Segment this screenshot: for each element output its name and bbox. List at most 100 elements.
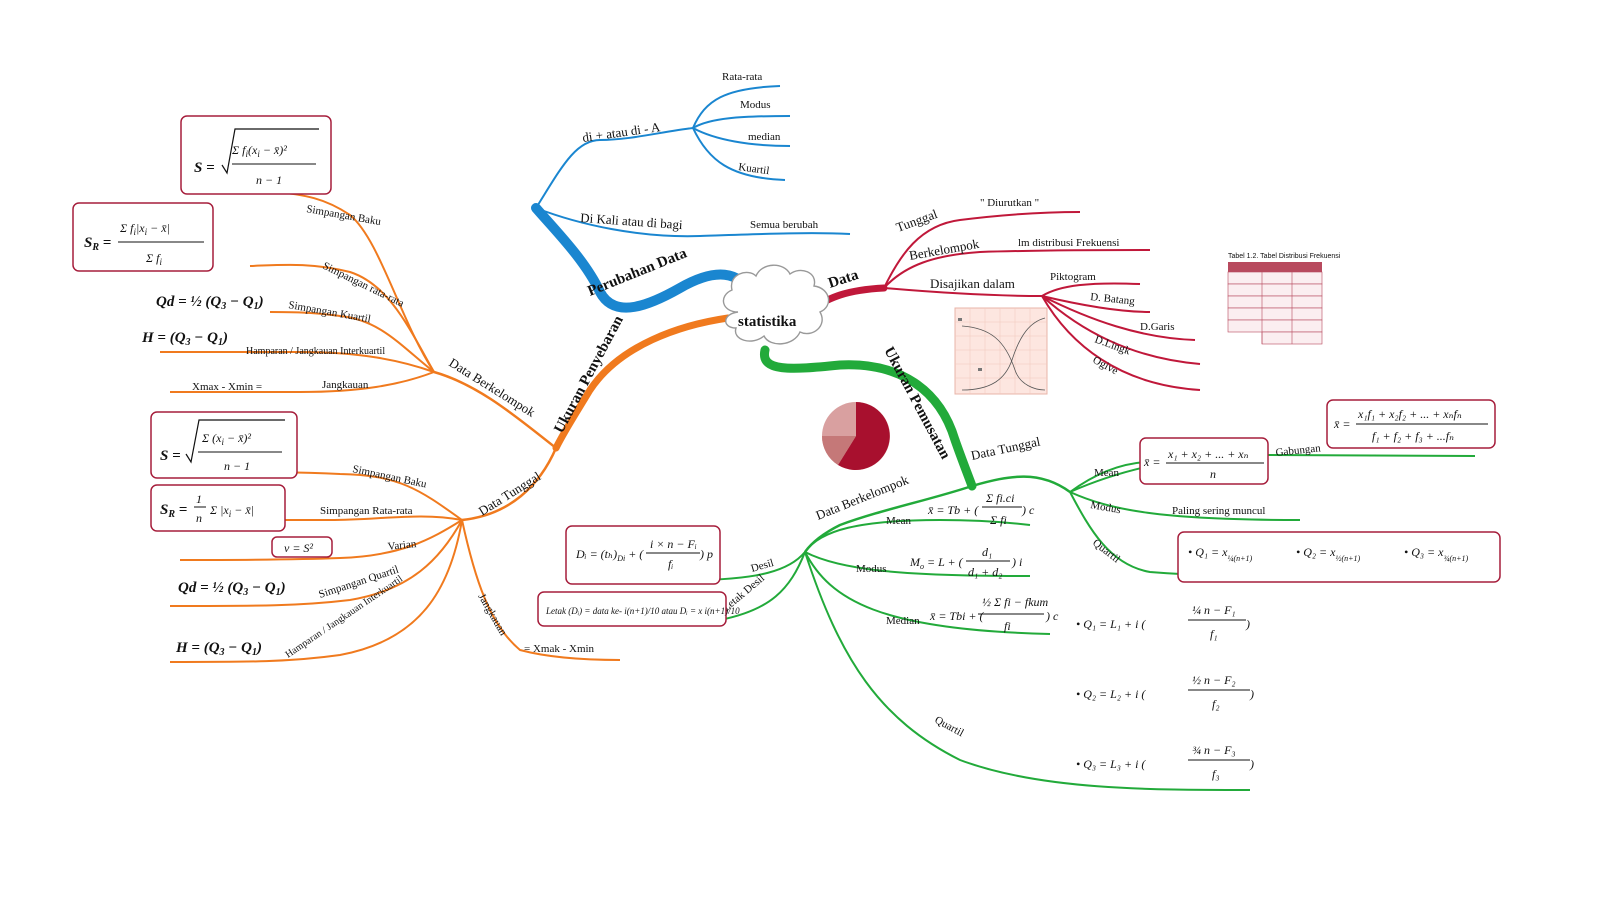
perubahan-kali-result: Semua berubah xyxy=(750,219,819,231)
perubahan-item-rata: Rata-rata xyxy=(722,71,762,83)
formula-quartil-kelompok: • Q₁ = L₁ + i ( ¼ n − F₁ f₁ ) • Q₂ = L₂ … xyxy=(1076,603,1254,781)
data-berkelompok-note: lm distribusi Frekuensi xyxy=(1018,237,1119,249)
svg-text:S =: S = xyxy=(194,160,215,176)
pemusatan-kelompok-mean: Mean xyxy=(886,515,912,527)
svg-text:fi: fi xyxy=(1004,619,1011,633)
pemusatan-modus-note: Paling sering muncul xyxy=(1172,505,1266,517)
formula-quartil-tunggal: • Q₁ = x¼(n+1) • Q₂ = x½(n+1) • Q₃ = x¾(… xyxy=(1177,531,1501,583)
ogive-chart-thumbnail xyxy=(954,307,1048,395)
svg-text:Σ fi|xi − x̄|: Σ fi|xi − x̄| xyxy=(119,221,170,237)
svg-text:): ) xyxy=(1249,757,1254,771)
svg-text:S =: S = xyxy=(160,448,181,464)
svg-text:f₁ + f₂ + f₃ + ...fₙ: f₁ + f₂ + f₃ + ...fₙ xyxy=(1372,429,1454,443)
svg-text:): ) xyxy=(1245,617,1250,631)
formula-simpangan-baku-tunggal: S = Σ (xi − x̄)² n − 1 xyxy=(150,411,298,479)
data-item-piktogram: Piktogram xyxy=(1050,271,1096,283)
pemusatan-title: Ukuran Pemusatan xyxy=(880,344,953,462)
svg-text:n − 1: n − 1 xyxy=(224,459,250,473)
svg-text:H = (Q3 − Q1): H = (Q3 − Q1) xyxy=(141,330,228,348)
formula-mean-tunggal: x̄ = x₁ + x₂ + ... + xₙ n xyxy=(1139,437,1269,485)
svg-text:) i: ) i xyxy=(1011,555,1022,569)
svg-text:Qd = ½ (Q3 − Q1): Qd = ½ (Q3 − Q1) xyxy=(156,294,264,312)
svg-text:½ Σ fi − fkum: ½ Σ fi − fkum xyxy=(982,595,1049,609)
penyebaran-kelompok: Data Berkelompok xyxy=(446,355,538,420)
pemusatan-tunggal-mean: Mean xyxy=(1094,467,1120,479)
kelompok-item-simpangan-baku: Simpangan Baku xyxy=(305,203,382,228)
svg-text:x̄ =: x̄ = xyxy=(1333,417,1350,431)
formula-hamparan-tunggal: H = (Q3 − Q1) xyxy=(175,640,262,658)
svg-text:H = (Q3 − Q1): H = (Q3 − Q1) xyxy=(175,640,262,658)
svg-text:Σ fi: Σ fi xyxy=(145,251,162,267)
svg-text:Letak (Dᵢ) = data ke- i(n+1)/1: Letak (Dᵢ) = data ke- i(n+1)/10 atau Dᵢ … xyxy=(545,606,740,616)
svg-text:Σ fi: Σ fi xyxy=(989,513,1007,527)
pemusatan-kelompok-modus: Modus xyxy=(856,563,887,575)
pemusatan-tunggal-modus: Modus xyxy=(1089,499,1121,516)
kelompok-item-jangkauan: Jangkauan xyxy=(322,379,369,391)
penyebaran-tunggal: Data Tunggal xyxy=(476,468,544,518)
svg-text:n − 1: n − 1 xyxy=(256,173,282,187)
formula-desil: Dᵢ = (tₕ)Di + ( i × n − Fᵢ fᵢ ) p xyxy=(565,525,721,585)
svg-text:Σ |xi − x̄|: Σ |xi − x̄| xyxy=(209,503,254,519)
formula-mean-gabungan: x̄ = x₁f₁ + x₂f₂ + ... + xₙfₙ f₁ + f₂ + … xyxy=(1326,399,1496,449)
branch-ukuran-penyebaran xyxy=(160,189,732,663)
data-tunggal: Tunggal xyxy=(894,206,940,235)
formula-mean-kelompok: x̄ = Tb + ( Σ fi.ci Σ fi ) c xyxy=(927,491,1035,527)
formula-median-kelompok: x̄ = Tbi + ( ½ Σ fi − fkum fi ) c xyxy=(929,595,1059,633)
kelompok-xmax-xmin: Xmax - Xmin = xyxy=(192,381,262,393)
tunggal-xmak-xmin: = Xmak - Xmin xyxy=(524,643,595,655)
tunggal-item-jangkauan: Jangkauan xyxy=(475,592,509,639)
data-item-ogive: Ogive xyxy=(1091,354,1120,377)
formula-letak-desil: Letak (Dᵢ) = data ke- i(n+1)/10 atau Dᵢ … xyxy=(537,591,740,627)
formula-simpangan-rata-kelompok: SR = Σ fi|xi − x̄| Σ fi xyxy=(72,202,214,272)
frequency-table-thumbnail: Tabel 1.2. Tabel Distribusi Frekuensi xyxy=(1227,253,1341,345)
data-item-lingk: D.Lingk xyxy=(1093,334,1132,358)
svg-text:) c: ) c xyxy=(1021,503,1035,517)
data-berkelompok: Berkelompok xyxy=(908,236,981,263)
svg-text:x̄ = Tbi + (: x̄ = Tbi + ( xyxy=(929,609,985,623)
svg-text:i × n − Fᵢ: i × n − Fᵢ xyxy=(650,537,697,551)
kelompok-item-simpangan-kuartil: Simpangan Kuartil xyxy=(287,299,371,325)
svg-text:1: 1 xyxy=(196,492,202,506)
svg-text:n: n xyxy=(1210,467,1216,481)
svg-text:d₁ + d₂: d₁ + d₂ xyxy=(968,565,1002,579)
data-tunggal-note: " Diurutkan " xyxy=(980,197,1039,209)
svg-text:SR =: SR = xyxy=(84,235,111,253)
kelompok-item-simpangan-rata: Simpangan rata-rata xyxy=(321,260,406,310)
svg-text:Σ fi.ci: Σ fi.ci xyxy=(985,491,1014,505)
svg-text:¾ n − F₃: ¾ n − F₃ xyxy=(1192,743,1236,757)
tunggal-item-varian: Varian xyxy=(387,538,417,553)
svg-text:x̄ =: x̄ = xyxy=(1143,455,1160,469)
pemusatan-tunggal: Data Tunggal xyxy=(970,434,1042,463)
formula-simpangan-kuartil-kelompok: Qd = ½ (Q3 − Q1) xyxy=(156,294,264,312)
svg-text:n: n xyxy=(196,511,202,525)
pie-chart-thumbnail xyxy=(821,402,890,470)
center-node[interactable]: statistika xyxy=(722,264,830,345)
data-disajikan: Disajikan dalam xyxy=(930,276,1015,291)
perubahan-item-median: median xyxy=(748,131,781,143)
svg-text:¼ n − F₁: ¼ n − F₁ xyxy=(1192,603,1236,617)
svg-text:f₂: f₂ xyxy=(1212,697,1220,711)
svg-text:• Q₃ = L₃ + i (: • Q₃ = L₃ + i ( xyxy=(1076,757,1146,771)
svg-text:v = S²: v = S² xyxy=(284,541,313,555)
perubahan-kali: Di Kali atau di bagi xyxy=(580,210,684,232)
svg-text:Mo = L + (: Mo = L + ( xyxy=(909,555,964,571)
svg-text:f₃: f₃ xyxy=(1212,767,1220,781)
formula-simpangan-quartil-tunggal: Qd = ½ (Q3 − Q1) xyxy=(178,580,286,598)
svg-text:Σ fi(xi − x̄)²: Σ fi(xi − x̄)² xyxy=(231,143,287,159)
formula-simpangan-baku-kelompok: S = Σ fi(xi − x̄)² n − 1 xyxy=(180,115,332,195)
svg-text:) c: ) c xyxy=(1045,609,1059,623)
perubahan-tambah: di + atau di - A xyxy=(581,119,661,145)
svg-text:fᵢ: fᵢ xyxy=(668,557,673,571)
pemusatan-kelompok-quartil: Quartil xyxy=(933,714,966,739)
formula-hamparan-kelompok: H = (Q3 − Q1) xyxy=(141,330,228,348)
data-item-garis: D.Garis xyxy=(1140,321,1175,333)
svg-text:Qd = ½ (Q3 − Q1): Qd = ½ (Q3 − Q1) xyxy=(178,580,286,598)
pemusatan-tunggal-quartil: Quartil xyxy=(1090,537,1122,566)
svg-text:• Q₂ = L₂ + i (: • Q₂ = L₂ + i ( xyxy=(1076,687,1146,701)
kelompok-item-hamparan: Hamparan / Jangkauan Interkuartil xyxy=(246,346,385,357)
svg-text:x₁f₁ + x₂f₂ + ... + xₙfₙ: x₁f₁ + x₂f₂ + ... + xₙfₙ xyxy=(1357,407,1462,421)
perubahan-item-kuartil: Kuartil xyxy=(738,161,771,177)
svg-text:Dᵢ = (tₕ)Di + (: Dᵢ = (tₕ)Di + ( xyxy=(575,547,644,563)
